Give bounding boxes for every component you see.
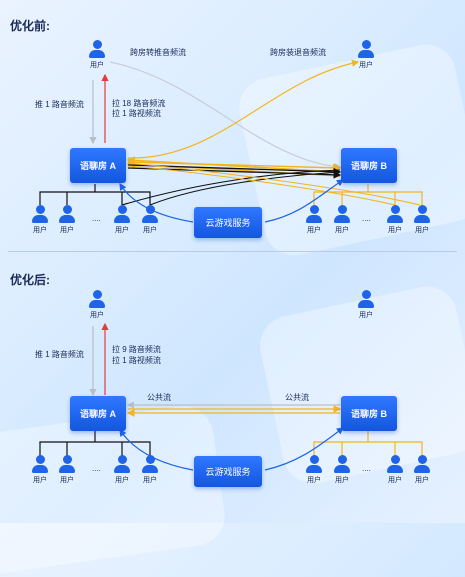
user-icon [390,455,400,464]
user-avatar: 用户 [138,455,162,485]
user-icon [92,290,102,299]
section-title-before: 优化前: [10,19,50,33]
pull-video-label: 拉 1 路视频流 [112,109,161,118]
user-icon [117,455,127,464]
ellipsis: .... [362,214,371,223]
push-label: 推 1 路音频流 [35,100,84,109]
user-avatar: 用户 [330,205,354,235]
cross-back-label: 跨房装退音频流 [270,48,326,57]
user-icon [337,455,347,464]
user-avatar: 用户 [55,205,79,235]
user-icon [62,205,72,214]
user-avatar: 用户 [138,205,162,235]
user-avatar: 用户 [383,455,407,485]
user-avatar: 用户 [28,455,52,485]
room-b: 语聊房 B [341,148,397,183]
user-avatar: 用户 [28,205,52,235]
user-avatar: 用户 [302,205,326,235]
cloud-game-service: 云游戏服务 [194,456,262,487]
user-avatar: 用户 [55,455,79,485]
section-divider [8,251,457,252]
user-icon [62,455,72,464]
room-a: 语聊房 A [70,396,126,431]
user-avatar: 用户 [383,205,407,235]
pull-video-label: 拉 1 路视频流 [112,356,161,365]
user-icon [309,455,319,464]
connection-lines-before [39,59,423,223]
user-avatar: 用户 [410,455,434,485]
user-avatar: 用户 [85,290,109,320]
push-label: 推 1 路音频流 [35,350,84,359]
user-avatar: 用户 [85,40,109,70]
user-icon [361,40,371,49]
public-stream-label: 公共流 [147,393,171,402]
section-title-after: 优化后: [10,273,50,287]
cross-push-label: 跨房转推音频流 [130,48,186,57]
user-icon [145,205,155,214]
ellipsis: .... [92,214,101,223]
user-avatar: 用户 [354,290,378,320]
user-icon [390,205,400,214]
ellipsis: .... [92,464,101,473]
public-stream-label: 公共流 [285,393,309,402]
user-avatar: 用户 [410,205,434,235]
user-icon [309,205,319,214]
connection-lines-after [39,322,423,471]
user-icon [361,290,371,299]
user-avatar: 用户 [110,455,134,485]
user-avatar: 用户 [302,455,326,485]
user-avatar: 用户 [110,205,134,235]
cloud-game-service: 云游戏服务 [194,207,262,238]
pull-audio-label: 拉 18 路音频流 [112,99,166,108]
user-icon [417,205,427,214]
ellipsis: .... [362,464,371,473]
user-icon [92,40,102,49]
user-icon [417,455,427,464]
user-icon [145,455,155,464]
user-avatar: 用户 [354,40,378,70]
room-a: 语聊房 A [70,148,126,183]
pull-audio-label: 拉 9 路音频流 [112,345,161,354]
user-icon [35,455,45,464]
user-icon [117,205,127,214]
user-icon [337,205,347,214]
user-avatar: 用户 [330,455,354,485]
user-icon [35,205,45,214]
room-b: 语聊房 B [341,396,397,431]
